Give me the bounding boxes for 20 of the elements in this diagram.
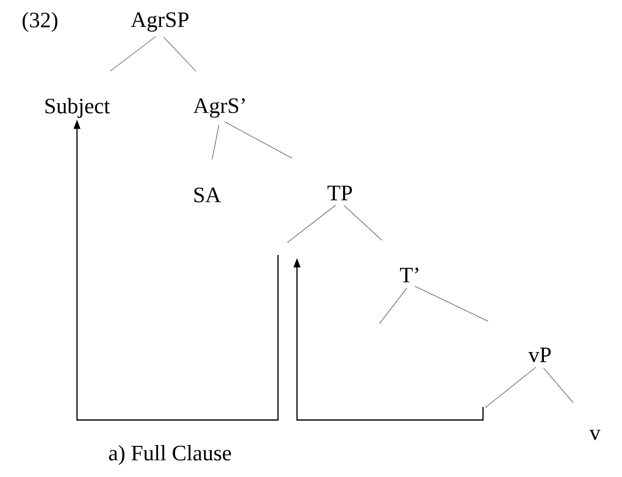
example-number: (32) bbox=[22, 12, 58, 32]
tree-branch bbox=[543, 368, 574, 403]
tree-branch bbox=[380, 288, 408, 324]
tree-label: Subject bbox=[45, 98, 110, 118]
tree-branch bbox=[486, 366, 536, 408]
tree-branch bbox=[163, 36, 196, 72]
tree-label: SA bbox=[194, 188, 221, 202]
tree-branch bbox=[224, 121, 292, 159]
tree-label: AgrS’ bbox=[193, 98, 245, 118]
caption: a) Full Clause bbox=[109, 445, 231, 465]
tree-branch bbox=[414, 286, 488, 322]
tree-label: T’ bbox=[400, 268, 418, 282]
tree-branch bbox=[344, 205, 382, 241]
tree-label: v bbox=[590, 430, 600, 440]
tree-branch bbox=[110, 36, 156, 72]
tree-label: TP bbox=[328, 186, 352, 200]
tree-label: vP bbox=[528, 348, 551, 362]
tree-label: AgrSP bbox=[130, 12, 188, 32]
tree-branch bbox=[212, 124, 220, 160]
tree-branch bbox=[288, 204, 336, 242]
